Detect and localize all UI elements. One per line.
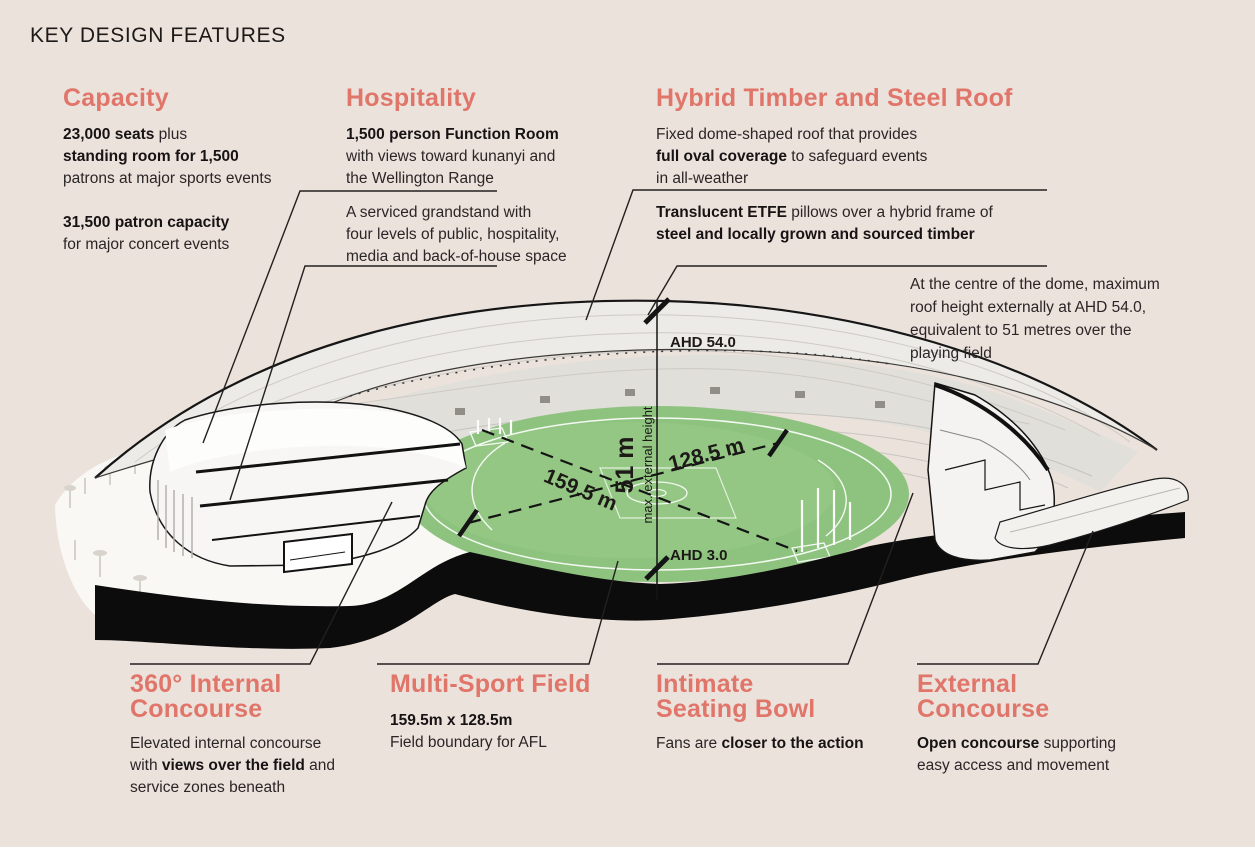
section-external-concourse: External Concourse Open concourse suppor… — [917, 672, 1116, 777]
leader-external-concourse — [917, 530, 1094, 665]
section-seating-bowl: Intimate Seating Bowl Fans are closer to… — [656, 672, 864, 755]
hybrid-roof-paragraph-2: Translucent ETFE pillows over a hybrid f… — [656, 204, 993, 243]
seating-bowl-paragraph: Fans are closer to the action — [656, 735, 864, 752]
height-note-label: max. external height — [640, 406, 655, 523]
leader-roof-centre — [647, 265, 1047, 316]
ahd-top-label: AHD 54.0 — [670, 334, 736, 351]
section-hybrid-roof: Hybrid Timber and Steel Roof Fixed dome-… — [656, 86, 1013, 246]
width-tick-left — [457, 508, 479, 538]
width-tick-right — [767, 428, 789, 458]
goal-posts — [476, 418, 852, 552]
ahd-bottom-label: AHD 3.0 — [670, 547, 728, 564]
height-tick-top — [643, 297, 671, 325]
ground-cut-band — [95, 512, 1185, 649]
lower-room-box — [283, 532, 353, 574]
length-dimension-line — [481, 428, 798, 553]
leader-roof-etfe — [585, 189, 1047, 321]
facade-ribs — [157, 480, 193, 558]
page-bottom-margin — [0, 847, 1255, 861]
capacity-heading: Capacity — [63, 84, 169, 112]
height-label: 51 m — [611, 437, 639, 494]
multi-sport-field-heading: Multi-Sport Field — [390, 670, 591, 698]
leader-lines — [130, 189, 1094, 665]
section-internal-concourse: 360° Internal Concourse Elevated interna… — [130, 672, 335, 799]
seating-bowl-heading: Intimate Seating Bowl — [656, 670, 816, 723]
leader-hospitality-function-room — [202, 190, 497, 444]
internal-concourse-heading: 360° Internal Concourse — [130, 670, 282, 723]
leader-multi-sport-field — [377, 560, 619, 665]
leader-seating-bowl — [657, 492, 914, 665]
leader-hospitality-grandstand — [229, 265, 497, 501]
width-dimension-line — [467, 441, 779, 525]
external-concourse-deck — [994, 477, 1189, 550]
page-title: KEY DESIGN FEATURES — [30, 24, 286, 47]
dimension-lines — [457, 297, 798, 600]
hospitality-heading: Hospitality — [346, 84, 476, 112]
hybrid-roof-heading: Hybrid Timber and Steel Roof — [656, 84, 1013, 112]
height-tick-bottom — [644, 555, 670, 581]
leader-internal-concourse — [130, 501, 393, 665]
external-concourse-heading: External Concourse — [917, 670, 1050, 723]
